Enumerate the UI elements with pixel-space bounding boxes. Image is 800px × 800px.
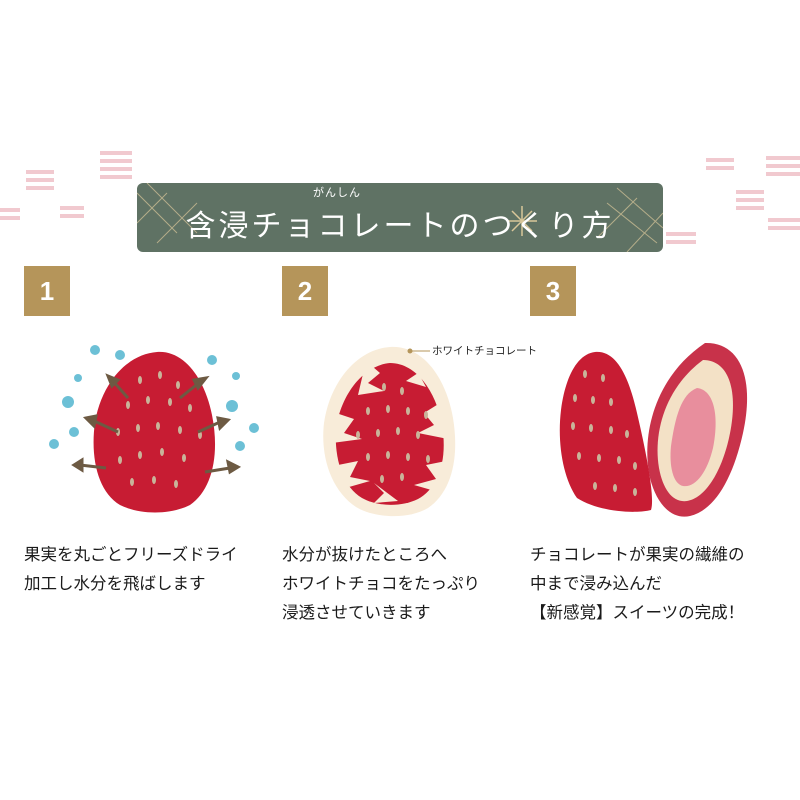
title-banner: がんしん 含浸チョコレートのつくり方 <box>137 183 663 252</box>
step-3-caption-line: 【新感覚】スイーツの完成！ <box>530 603 745 622</box>
step-1-caption-line: 加工し水分を飛ばします <box>24 574 206 593</box>
step-1-caption: 果実を丸ごとフリーズドライ 加工し水分を飛ばします <box>24 540 238 598</box>
step-3-badge: 3 <box>530 266 576 316</box>
step-2-caption-line: ホワイトチョコをたっぷり <box>282 574 480 593</box>
white-chocolate-callout: ホワイトチョコレート <box>432 345 537 357</box>
cut-half-flesh <box>670 388 716 487</box>
step-2-badge: 2 <box>282 266 328 316</box>
step-2-caption-line: 浸透させていきます <box>282 603 431 622</box>
banner-pattern <box>137 183 663 252</box>
strawberry-core <box>335 363 444 505</box>
step-1-caption-line: 果実を丸ごとフリーズドライ <box>24 545 238 564</box>
page-title: 含浸チョコレートのつくり方 <box>185 209 615 244</box>
step-2-caption-line: 水分が抜けたところへ <box>282 545 447 564</box>
step-3-caption: チョコレートが果実の繊維の 中まで浸み込んだ 【新感覚】スイーツの完成！ <box>530 540 745 627</box>
decorative-stripes-left <box>0 151 132 220</box>
step-3-strawberry-illustration <box>559 342 748 517</box>
strawberry-half <box>559 351 653 512</box>
step-3-caption-line: 中まで浸み込んだ <box>530 574 662 593</box>
step-2-strawberry-illustration <box>323 346 456 517</box>
banner-ruby: がんしん <box>313 186 361 199</box>
step-3-caption-line: チョコレートが果実の繊維の <box>530 545 745 564</box>
step-2-caption: 水分が抜けたところへ ホワイトチョコをたっぷり 浸透させていきます <box>282 540 480 627</box>
step-1-badge: 1 <box>24 266 70 316</box>
step-1-strawberry-illustration <box>49 345 259 513</box>
decorative-stripes-right <box>666 156 800 244</box>
